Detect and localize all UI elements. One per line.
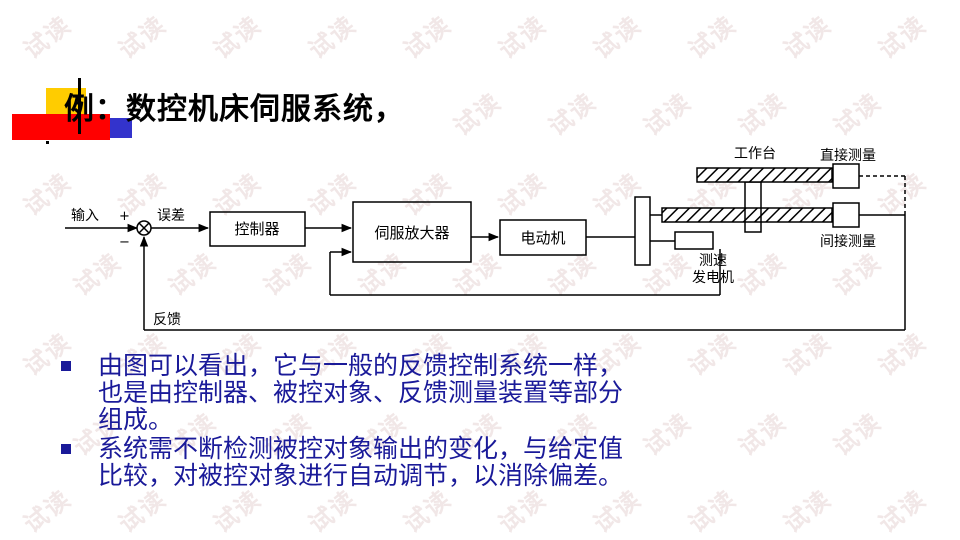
watermark: 试读 [493,10,552,65]
servo-amp-label: 伺服放大器 [374,224,449,242]
tacho-label-2: 发电机 [692,270,734,286]
tacho-label-1: 测速 [699,253,727,269]
bullet-item: 由图可以看出，它与一般的反馈控制系统一样， 也是由控制器、被控对象、反馈测量装置… [58,352,918,433]
motor-label: 电动机 [520,229,565,247]
watermark: 试读 [588,10,647,65]
watermark: 试读 [873,10,932,65]
controller-label: 控制器 [234,220,279,238]
input-label: 输入 [71,208,99,224]
bullet-line: 比较，对被控对象进行自动调节，以消除偏差。 [98,461,624,490]
watermark: 试读 [398,10,457,65]
bullet-marker [61,444,71,454]
bullet-marker [61,361,71,371]
minus-sign: − [119,235,130,250]
watermark: 试读 [828,87,887,142]
watermark: 试读 [448,87,507,142]
bullet-line: 由图可以看出，它与一般的反馈控制系统一样， [98,351,624,380]
error-label: 误差 [157,208,185,224]
watermark: 试读 [638,87,697,142]
indirect-measure-label: 间接测量 [820,233,876,250]
watermark: 试读 [303,10,362,65]
worktable [696,167,833,183]
watermark: 试读 [113,10,172,65]
bullet-line: 系统需不断检测被控对象输出的变化，与给定值 [98,434,624,463]
watermark: 试读 [683,10,742,65]
bullet-line: 也是由控制器、被控对象、反馈测量装置等部分 [98,378,624,407]
watermark: 试读 [18,10,77,65]
lead-screw [661,207,833,223]
title-deco-red [12,114,110,140]
plus-sign: + [119,209,130,224]
servo-block-diagram: 输入 + − 误差 控制器 伺服放大器 电动机 测速 发电机 工作台 直接测量 … [65,146,906,331]
indirect-measure-box [832,202,860,228]
bullet-item: 系统需不断检测被控对象输出的变化，与给定值 比较，对被控对象进行自动调节，以消除… [58,435,918,489]
bullet-line: 组成。 [98,405,174,434]
watermark: 试读 [778,10,837,65]
bullet-list: 由图可以看出，它与一般的反馈控制系统一样， 也是由控制器、被控对象、反馈测量装置… [58,352,918,491]
nut [744,181,762,233]
servo-amp-box [352,201,472,263]
title-deco-dot [46,141,49,144]
tachogenerator-box [674,231,714,250]
watermark: 试读 [543,87,602,142]
direct-measure-box [832,163,860,189]
worktable-label: 工作台 [734,146,776,162]
watermark: 试读 [208,10,267,65]
coupling [634,196,651,266]
direct-measure-label: 直接测量 [820,147,876,164]
title-deco-vline [78,78,81,134]
page-title: 例：数控机床伺服系统， [64,92,405,127]
feedback-label: 反馈 [153,312,181,328]
watermark: 试读 [733,87,792,142]
controller-box [209,211,306,247]
